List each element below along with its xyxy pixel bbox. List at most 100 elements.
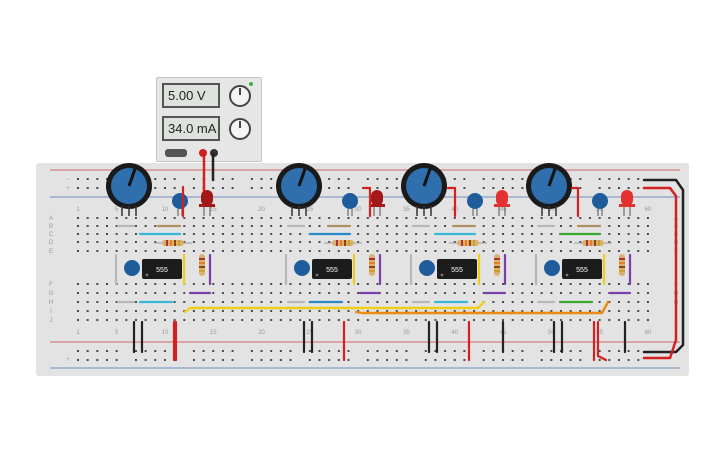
- resistor-band: [494, 262, 500, 264]
- row-label: J: [50, 318, 53, 324]
- capacitor-icon: [124, 260, 140, 276]
- capacitor-icon: [342, 193, 358, 209]
- chip-label: 555: [576, 267, 588, 274]
- resistor-band: [469, 240, 471, 246]
- resistor-band: [166, 240, 168, 246]
- resistor-band: [336, 240, 338, 246]
- resistor: [449, 240, 487, 246]
- led-body: [201, 190, 213, 206]
- power-switch[interactable]: [165, 149, 187, 157]
- resistor-band: [619, 262, 625, 264]
- led-rim: [369, 204, 385, 207]
- resistor: [324, 240, 362, 246]
- column-number: 5: [115, 330, 119, 336]
- resistor-band: [199, 266, 205, 268]
- negative-terminal[interactable]: [210, 149, 218, 157]
- timer-chip-555: 555: [437, 259, 477, 279]
- column-number: 40: [451, 330, 458, 336]
- led-body: [496, 190, 508, 206]
- resistor-band: [170, 240, 172, 246]
- column-number: 10: [162, 207, 169, 213]
- column-number: 30: [355, 330, 362, 336]
- column-number: 1: [76, 207, 80, 213]
- rail-plus-label: +: [66, 186, 70, 192]
- resistor-body: [332, 240, 354, 246]
- potentiometer-knob-icon: [526, 163, 572, 216]
- rail-bridge-black: [642, 178, 685, 354]
- capacitor-icon: [544, 260, 560, 276]
- resistor-body: [619, 254, 625, 276]
- led-icon: [369, 190, 385, 216]
- timer-chip-555: 555: [562, 259, 602, 279]
- row-label: D: [49, 240, 54, 246]
- rail-bridge-red: [642, 186, 678, 360]
- chip-label: 555: [326, 267, 338, 274]
- rail-minus-label: −: [66, 177, 70, 183]
- column-number: 35: [403, 207, 410, 213]
- power-led-icon: [249, 82, 253, 86]
- resistor-band: [598, 240, 600, 246]
- power-supply[interactable]: 5.00 V 34.0 mA: [156, 77, 262, 162]
- resistor: [619, 254, 625, 276]
- column-number: 55: [596, 207, 603, 213]
- column-number: 60: [645, 330, 652, 336]
- long-wire-yellow: [183, 300, 486, 314]
- resistor-band: [619, 270, 625, 272]
- pot-pointer: [297, 168, 307, 187]
- resistor-band: [199, 270, 205, 272]
- power-wire: [570, 186, 580, 218]
- pot-pointer: [547, 168, 557, 187]
- led-rim: [619, 204, 635, 207]
- chip-label: 555: [451, 267, 463, 274]
- led-icon: [494, 190, 510, 216]
- row-label: B: [49, 224, 53, 230]
- column-number: 30: [355, 207, 362, 213]
- positive-terminal[interactable]: [199, 149, 207, 157]
- column-number: 45: [500, 207, 507, 213]
- timer-chip-555: 555: [312, 259, 352, 279]
- resistor-band: [369, 270, 375, 272]
- pot-pointer: [127, 168, 137, 187]
- capacitor-icon: [419, 260, 435, 276]
- resistor-body: [199, 254, 205, 276]
- pot-pointer: [422, 168, 432, 187]
- resistor-band: [178, 240, 180, 246]
- current-display: 34.0 mA: [162, 116, 220, 141]
- long-wire-orange: [354, 300, 610, 315]
- column-number: 15: [210, 207, 217, 213]
- resistor-band: [594, 240, 596, 246]
- resistor: [199, 254, 205, 276]
- led-body: [371, 190, 383, 206]
- resistor-band: [369, 262, 375, 264]
- led-body: [621, 190, 633, 206]
- column-number: 20: [258, 207, 265, 213]
- led-icon: [199, 190, 215, 216]
- resistor-band: [348, 240, 350, 246]
- resistor-band: [344, 240, 346, 246]
- resistor-band: [461, 240, 463, 246]
- capacitor-icon: [467, 193, 483, 209]
- resistor-body: [369, 254, 375, 276]
- resistor-band: [340, 240, 342, 246]
- row-label: I: [50, 309, 52, 315]
- led-rim: [494, 204, 510, 207]
- chip-body: [312, 259, 352, 279]
- voltage-knob[interactable]: [229, 85, 251, 107]
- power-wire: [596, 320, 608, 362]
- rail-plus-label: +: [66, 357, 70, 363]
- resistor-band: [494, 258, 500, 260]
- resistor: [154, 240, 192, 246]
- potentiometer-knob-icon: [106, 163, 152, 216]
- resistor-band: [494, 266, 500, 268]
- column-number: 25: [306, 330, 313, 336]
- column-number: 10: [162, 330, 169, 336]
- resistor-band: [590, 240, 592, 246]
- resistor: [574, 240, 612, 246]
- current-knob[interactable]: [229, 118, 251, 140]
- resistor-band: [174, 240, 176, 246]
- voltage-display: 5.00 V: [162, 83, 220, 108]
- column-number: 1: [76, 330, 80, 336]
- chip-body: [142, 259, 182, 279]
- capacitor-icon: [294, 260, 310, 276]
